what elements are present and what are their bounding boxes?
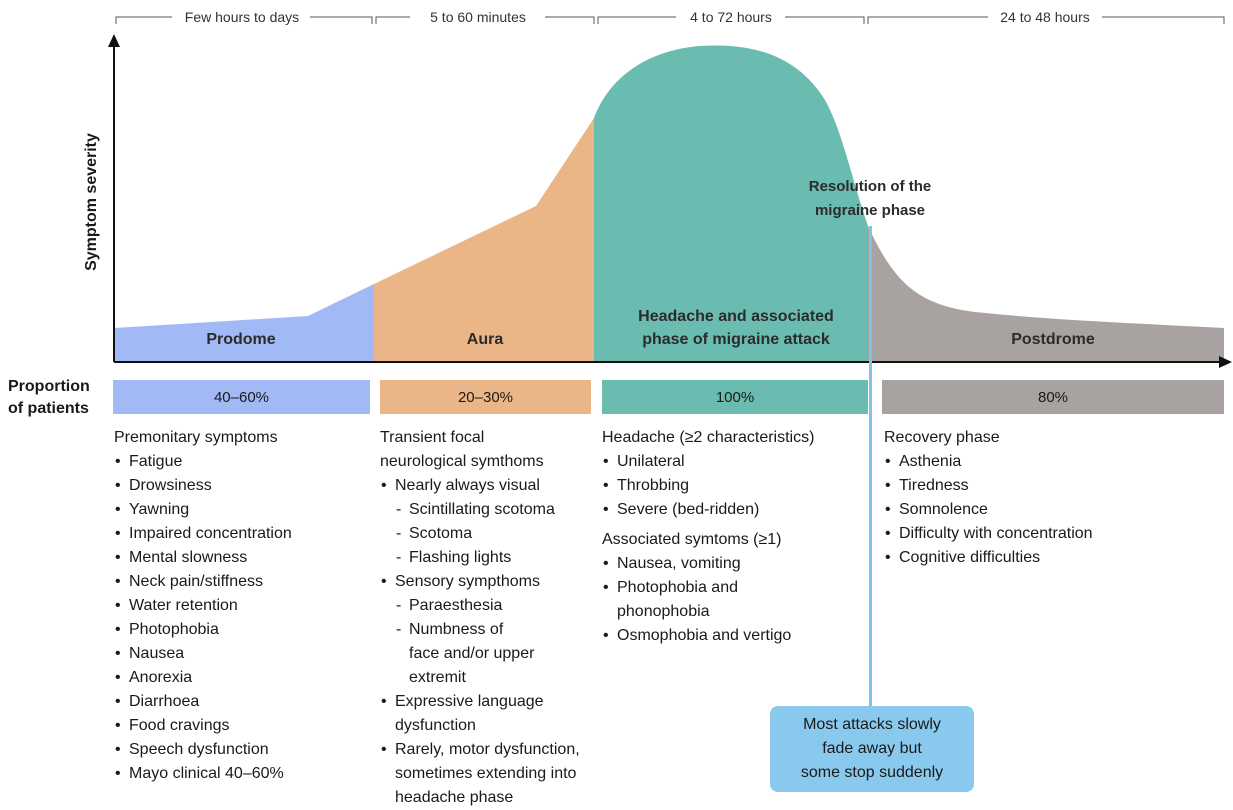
phase-label-headache-line2: phase of migraine attack	[642, 331, 830, 348]
prodome-area	[114, 284, 374, 362]
duration-bracket-prodome	[115, 16, 373, 24]
list-item: Neck pain/stiffness	[114, 570, 370, 594]
list-item: Nearly always visual	[380, 474, 620, 498]
proportion-bar-aura: 20–30%	[380, 380, 591, 414]
proportion-bar-postdrome: 80%	[882, 380, 1224, 414]
aura-area	[374, 118, 594, 362]
duration-label-headache: 4 to 72 hours	[690, 9, 772, 25]
list-item: Throbbing	[602, 474, 862, 498]
proportion-bar-headache: 100%	[602, 380, 868, 414]
symptoms-column-postdrome: Recovery phase Asthenia Tiredness Somnol…	[884, 426, 1184, 570]
migraine-phase-diagram: Few hours to days 5 to 60 minutes 4 to 7…	[83, 9, 1232, 368]
y-axis-arrow-icon	[108, 34, 120, 47]
list-item: Sensory sympthoms	[380, 570, 620, 594]
symptoms-column-aura: Transient focal neurological symthoms Ne…	[380, 426, 620, 810]
column-heading: Premonitary symptoms	[114, 429, 278, 446]
list-item-line1: Expressive language	[395, 693, 544, 710]
list-item: Impaired concentration	[114, 522, 370, 546]
phase-label-prodome: Prodome	[206, 331, 275, 348]
proportion-title-line2: of patients	[8, 400, 89, 417]
duration-label-postdrome: 24 to 48 hours	[1000, 9, 1090, 25]
list-item-line1: Rarely, motor dysfunction,	[395, 741, 580, 758]
list-item: Difficulty with concentration	[884, 522, 1184, 546]
column-heading: Headache (≥2 characteristics)	[602, 429, 815, 446]
list-item: Asthenia	[884, 450, 1184, 474]
list-item: Photophobia and phonophobia	[602, 576, 862, 624]
sub-list-item: Numbness of face and/or upper extremit	[380, 618, 620, 690]
list-item: Food cravings	[114, 714, 370, 738]
list-item: Water retention	[114, 594, 370, 618]
list-item: Diarrhoea	[114, 690, 370, 714]
list-item-line2: dysfunction	[395, 717, 476, 734]
sub-list-item-line1: Numbness of	[409, 621, 504, 638]
list-item: Cognitive difficulties	[884, 546, 1184, 570]
sub-list-item: Scintillating scotoma	[380, 498, 620, 522]
headache-area	[594, 45, 868, 363]
duration-bracket-aura	[375, 16, 595, 24]
list-item: Severe (bed-ridden)	[602, 498, 862, 522]
list-item: Mayo clinical 40–60%	[114, 762, 370, 786]
symptoms-column-headache: Headache (≥2 characteristics) Unilateral…	[602, 426, 862, 648]
sub-list-item-line3: extremit	[409, 669, 466, 686]
list-item: Somnolence	[884, 498, 1184, 522]
list-item: Yawning	[114, 498, 370, 522]
list-item: Photophobia	[114, 618, 370, 642]
sub-list-item: Scotoma	[380, 522, 620, 546]
callout-line3: some stop suddenly	[800, 764, 944, 781]
list-item: Tiredness	[884, 474, 1184, 498]
list-item: Fatigue	[114, 450, 370, 474]
list-item-line2: phonophobia	[617, 603, 710, 620]
list-item: Osmophobia and vertigo	[602, 624, 862, 648]
list-item: Expressive language dysfunction	[380, 690, 620, 738]
sub-list-item-line2: face and/or upper	[409, 645, 535, 662]
postdrome-area	[868, 226, 1224, 362]
x-axis-arrow-icon	[1219, 356, 1232, 368]
column-heading-line2: neurological symthoms	[380, 453, 544, 470]
resolution-label-line2: migraine phase	[815, 202, 925, 219]
sub-list-item: Flashing lights	[380, 546, 620, 570]
list-item: Nausea, vomiting	[602, 552, 862, 576]
list-item: Anorexia	[114, 666, 370, 690]
callout-line1: Most attacks slowly	[803, 716, 941, 733]
list-item: Nausea	[114, 642, 370, 666]
phase-label-aura: Aura	[467, 331, 504, 348]
duration-label-prodome: Few hours to days	[185, 9, 299, 25]
duration-label-aura: 5 to 60 minutes	[430, 9, 526, 25]
phase-label-postdrome: Postdrome	[1011, 331, 1095, 348]
duration-bracket-headache	[597, 16, 865, 24]
column-heading: Recovery phase	[884, 429, 1000, 446]
list-item-line2: sometimes extending into	[395, 765, 577, 782]
callout-line2: fade away but	[822, 740, 922, 757]
list-item: Unilateral	[602, 450, 862, 474]
phase-label-headache-line1: Headache and associated	[638, 308, 834, 325]
proportion-title: Proportion of patients	[8, 376, 90, 420]
sub-list-item: Paraesthesia	[380, 594, 620, 618]
symptoms-column-prodome: Premonitary symptoms Fatigue Drowsiness …	[114, 426, 370, 786]
list-item: Mental slowness	[114, 546, 370, 570]
list-item: Speech dysfunction	[114, 738, 370, 762]
proportion-bar-prodome: 40–60%	[113, 380, 370, 414]
list-item-line1: Photophobia and	[617, 579, 738, 596]
resolution-line	[869, 226, 872, 708]
column-subheading: Associated symtoms (≥1)	[602, 531, 782, 548]
resolution-label-line1: Resolution of the	[809, 178, 932, 195]
list-item: Drowsiness	[114, 474, 370, 498]
list-item: Rarely, motor dysfunction, sometimes ext…	[380, 738, 620, 810]
y-axis-title: Symptom severity	[83, 133, 100, 271]
proportion-title-line1: Proportion	[8, 378, 90, 395]
list-item-line3: headache phase	[395, 789, 514, 806]
column-heading-line1: Transient focal	[380, 429, 485, 446]
callout-box: Most attacks slowly fade away but some s…	[770, 706, 974, 792]
duration-bracket-postdrome	[867, 16, 1225, 24]
